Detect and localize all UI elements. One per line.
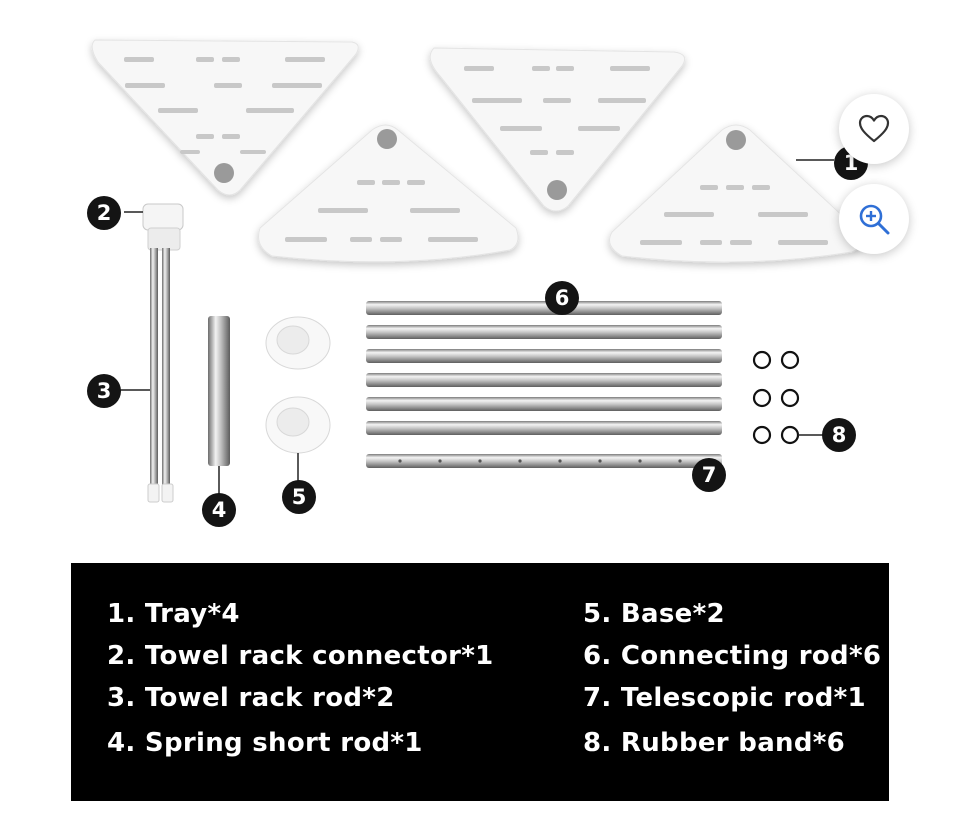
callout-2: 2 xyxy=(87,196,121,230)
legend-item: 1. Tray*4 xyxy=(107,599,240,629)
legend-item: 7. Telescopic rod*1 xyxy=(583,683,866,713)
callout-5: 5 xyxy=(282,480,316,514)
telescopic-rod xyxy=(366,454,722,468)
callout-8: 8 xyxy=(822,418,856,452)
towel-rack-connector xyxy=(142,203,184,251)
callout-3: 3 xyxy=(87,374,121,408)
connecting-rods xyxy=(366,301,722,435)
heart-icon xyxy=(858,114,890,143)
towel-rack-rods xyxy=(147,248,174,503)
callout-7: 7 xyxy=(692,458,726,492)
legend-item: 5. Base*2 xyxy=(583,599,725,629)
tray xyxy=(429,47,686,212)
favorite-button[interactable] xyxy=(839,94,909,164)
rubber-bands xyxy=(752,350,800,445)
zoom-in-icon xyxy=(859,204,890,235)
tray xyxy=(609,124,863,263)
parts-illustration xyxy=(91,39,863,503)
parts-legend: 1. Tray*4 2. Towel rack connector*1 3. T… xyxy=(71,563,889,801)
tray xyxy=(91,39,359,196)
zoom-button[interactable] xyxy=(839,184,909,254)
legend-item: 4. Spring short rod*1 xyxy=(107,728,423,758)
callout-6: 6 xyxy=(545,281,579,315)
callout-4: 4 xyxy=(202,493,236,527)
spring-short-rod xyxy=(208,316,230,494)
base xyxy=(265,316,331,482)
legend-item: 3. Towel rack rod*2 xyxy=(107,683,395,713)
legend-item: 6. Connecting rod*6 xyxy=(583,641,882,671)
product-parts-image: 1 2 3 4 5 6 7 8 xyxy=(87,39,868,527)
legend-item: 8. Rubber band*6 xyxy=(583,728,846,758)
tray xyxy=(258,124,519,263)
legend-item: 2. Towel rack connector*1 xyxy=(107,641,494,671)
